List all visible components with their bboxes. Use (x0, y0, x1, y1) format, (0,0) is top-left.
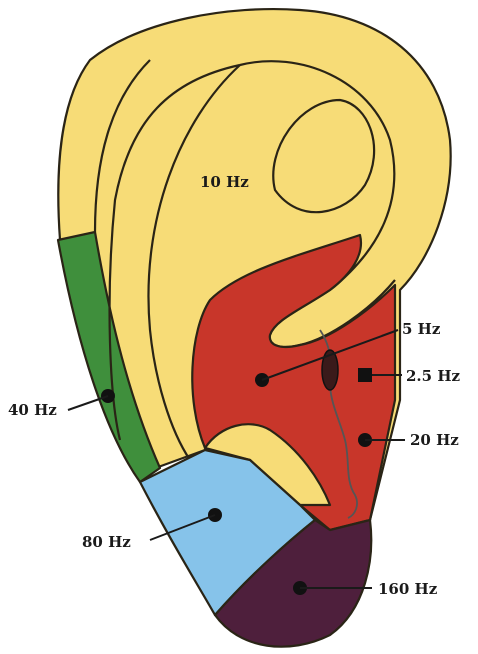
label-2-5hz: 2.5 Hz (406, 367, 460, 385)
marker-2-5hz (358, 368, 372, 382)
label-40hz: 40 Hz (8, 401, 57, 419)
label-5hz: 5 Hz (402, 320, 441, 338)
label-160hz: 160 Hz (378, 580, 438, 598)
label-80hz: 80 Hz (82, 533, 131, 551)
label-10hz: 10 Hz (200, 173, 249, 191)
label-20hz: 20 Hz (410, 431, 459, 449)
